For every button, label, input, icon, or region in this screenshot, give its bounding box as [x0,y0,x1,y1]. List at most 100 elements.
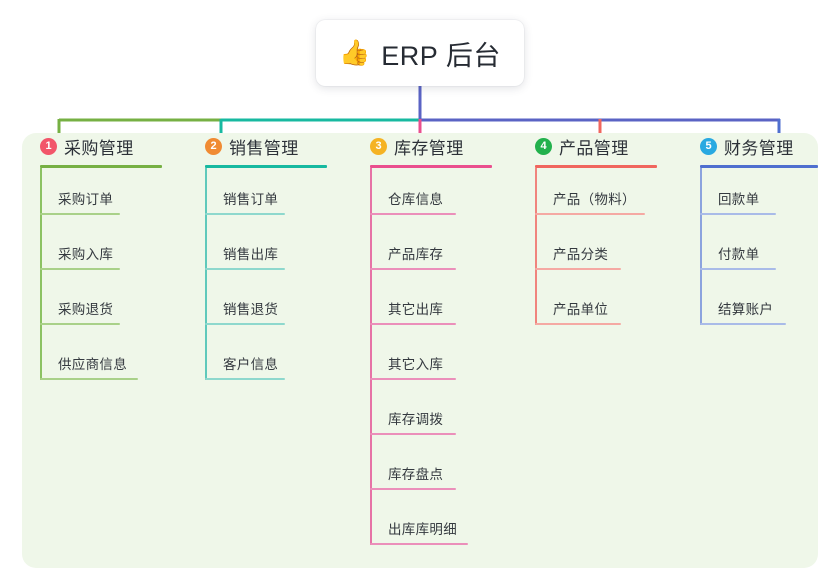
list-item-label: 销售订单 [223,192,279,207]
column-title: 财务管理 [724,138,794,158]
column-trunk-line [700,168,702,325]
list-item-label: 结算账户 [718,302,774,317]
list-item-rule [370,488,456,490]
list-item-rule [535,268,621,270]
list-item-label: 库存盘点 [388,467,444,482]
column-title: 销售管理 [229,138,299,158]
list-item-rule [40,323,120,325]
list-item-rule [370,268,456,270]
root-title: ERP 后台 [381,40,501,71]
list-item[interactable]: 客户信息 [205,333,365,388]
list-item[interactable]: 结算账户 [700,278,839,333]
list-item[interactable]: 供应商信息 [40,333,200,388]
list-item-label: 仓库信息 [388,192,444,207]
list-item[interactable]: 出库库明细 [370,498,530,553]
column-trunk-line [40,168,42,380]
list-item[interactable]: 销售订单 [205,168,365,223]
column-销售管理: 2 销售管理销售订单销售出库销售退货客户信息 [205,133,365,388]
list-item[interactable]: 其它入库 [370,333,530,388]
list-item[interactable]: 采购退货 [40,278,200,333]
list-item-label: 产品（物料） [553,192,636,207]
column-header-rule [370,165,492,168]
list-item-label: 采购退货 [58,302,114,317]
list-item-label: 其它出库 [388,302,444,317]
list-item[interactable]: 销售退货 [205,278,365,333]
column-number-badge: 4 [535,137,552,155]
column-title: 产品管理 [559,138,629,158]
list-item-rule [370,213,456,215]
list-item[interactable]: 产品分类 [535,223,705,278]
column-trunk-line [370,168,372,545]
list-item-label: 付款单 [718,247,760,262]
column-item-list: 产品（物料） 产品分类产品单位 [535,168,705,333]
column-采购管理: 1 采购管理采购订单采购入库采购退货供应商信息 [40,133,200,388]
list-item-rule [700,213,776,215]
list-item-rule [535,213,645,215]
list-item[interactable]: 库存调拨 [370,388,530,443]
list-item-rule [370,543,468,545]
list-item-label: 采购入库 [58,247,114,262]
column-item-list: 仓库信息产品库存其它出库其它入库库存调拨库存盘点出库库明细 [370,168,530,553]
column-item-list: 销售订单销售出库销售退货客户信息 [205,168,365,388]
list-item[interactable]: 采购订单 [40,168,200,223]
list-item[interactable]: 产品库存 [370,223,530,278]
list-item-rule [40,213,120,215]
column-trunk-line [205,168,207,380]
list-item-rule [205,268,285,270]
list-item[interactable]: 回款单 [700,168,839,223]
column-header-rule [535,165,657,168]
column-header-rule [205,165,327,168]
column-trunk-line [535,168,537,325]
list-item-label: 供应商信息 [58,357,127,372]
diagram-panel [22,133,818,568]
column-number-badge: 1 [40,137,57,155]
list-item-rule [535,323,621,325]
list-item-rule [205,323,285,325]
list-item[interactable]: 销售出库 [205,223,365,278]
column-number-badge: 2 [205,137,222,155]
column-item-list: 回款单付款单结算账户 [700,168,839,333]
list-item-rule [205,378,285,380]
list-item-label: 出库库明细 [388,522,457,537]
list-item-rule [40,268,120,270]
list-item[interactable]: 采购入库 [40,223,200,278]
column-header[interactable]: 5 财务管理 [700,133,839,159]
column-header[interactable]: 4 产品管理 [535,133,705,159]
list-item-rule [370,378,456,380]
list-item-label: 客户信息 [223,357,279,372]
list-item[interactable]: 产品单位 [535,278,705,333]
list-item-label: 采购订单 [58,192,114,207]
list-item-rule [700,323,786,325]
column-title: 库存管理 [394,138,464,158]
list-item[interactable]: 仓库信息 [370,168,530,223]
root-node-card[interactable]: 👍 ERP 后台 [316,20,524,86]
list-item[interactable]: 产品（物料） [535,168,705,223]
column-库存管理: 3 库存管理仓库信息产品库存其它出库其它入库库存调拨库存盘点出库库明细 [370,133,530,553]
column-header[interactable]: 3 库存管理 [370,133,530,159]
list-item-rule [370,433,456,435]
column-title: 采购管理 [64,138,134,158]
column-number-badge: 5 [700,137,717,155]
list-item-rule [40,378,138,380]
list-item-label: 产品库存 [388,247,444,262]
column-item-list: 采购订单采购入库采购退货供应商信息 [40,168,200,388]
list-item[interactable]: 付款单 [700,223,839,278]
thumbs-up-icon: 👍 [339,38,371,67]
list-item-label: 产品单位 [553,302,609,317]
column-header-rule [700,165,818,168]
column-产品管理: 4 产品管理产品（物料） 产品分类产品单位 [535,133,705,333]
list-item-label: 产品分类 [553,247,609,262]
column-number-badge: 3 [370,137,387,155]
list-item-label: 库存调拨 [388,412,444,427]
list-item-rule [205,213,285,215]
list-item-label: 回款单 [718,192,760,207]
list-item-label: 销售出库 [223,247,279,262]
column-财务管理: 5 财务管理回款单付款单结算账户 [700,133,839,333]
list-item[interactable]: 其它出库 [370,278,530,333]
list-item[interactable]: 库存盘点 [370,443,530,498]
column-header-rule [40,165,162,168]
column-header[interactable]: 1 采购管理 [40,133,200,159]
list-item-label: 销售退货 [223,302,279,317]
column-header[interactable]: 2 销售管理 [205,133,365,159]
list-item-rule [700,268,776,270]
